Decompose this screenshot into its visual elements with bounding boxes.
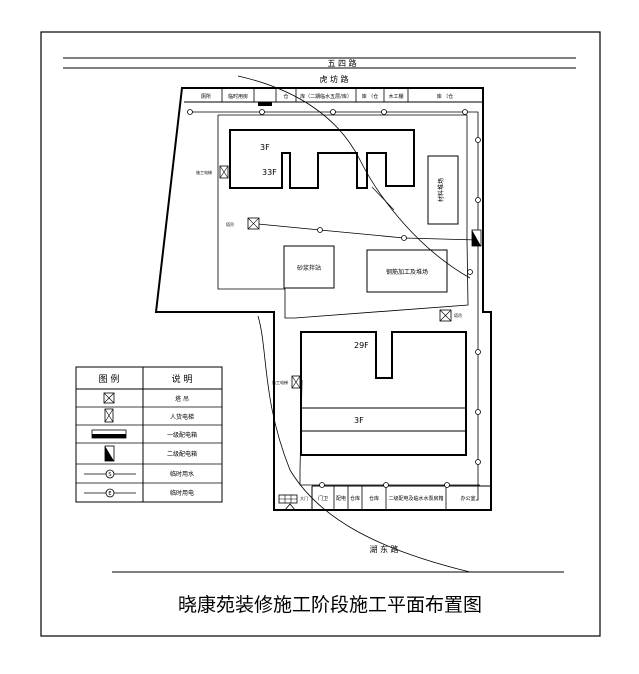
site-road	[217, 114, 469, 319]
drawing-title: 晓康苑装修施工阶段施工平面布置图	[178, 594, 482, 616]
bottom-strip: 门卫 配电 仓库 仓库 二级配电及临水水泵房箱 办公室	[311, 485, 490, 510]
power-line-branch	[257, 223, 479, 241]
site-boundary	[154, 87, 492, 511]
legend-water-mark: S	[108, 472, 111, 478]
hoist-icon	[219, 165, 229, 179]
secondary-box-icon	[104, 445, 115, 462]
building-north-big-label: 33F	[262, 168, 277, 177]
top-strip: 厕所 临时用房 仓 库（二期临水五层/库） 库 （仓 木工棚 库 （仓	[184, 89, 482, 103]
legend-power-mark: E	[108, 491, 111, 497]
yard-sand-label: 砂浆拌站	[297, 264, 321, 272]
hoist-label: 施工电梯	[196, 169, 212, 175]
legend-desc: 临时用电	[170, 489, 194, 497]
legend-desc: 人货电梯	[170, 413, 194, 421]
water-line-south	[257, 315, 471, 573]
gate-icon	[284, 503, 296, 511]
building-north-connector	[371, 186, 395, 211]
bottom-cell-label: 仓库	[369, 495, 379, 502]
building-south-small-label: 3F	[354, 416, 364, 425]
road-label-north-inner: 虎 坊 路	[319, 74, 348, 84]
hoist-icon	[104, 408, 114, 423]
building-south-big-label: 29F	[354, 341, 369, 350]
yard-east	[427, 155, 459, 225]
hoist-icon	[291, 375, 301, 389]
bottom-cell-label: 办公室	[460, 495, 475, 502]
tower-crane-icon	[439, 309, 452, 322]
legend-header-symbol: 图 例	[99, 373, 120, 385]
building-north	[229, 129, 415, 189]
top-cell-label: 库 （仓	[437, 93, 454, 100]
tower-crane-icon	[247, 217, 260, 230]
top-cell-label: 库 （仓	[362, 93, 379, 100]
road-label-north: 五 四 路	[327, 58, 356, 68]
building-north-small-label: 3F	[260, 143, 270, 152]
building-south	[300, 331, 467, 456]
legend-desc: 塔 吊	[175, 395, 189, 403]
yard-material	[366, 249, 448, 293]
yard-material-label: 钢筋加工及堆场	[386, 268, 428, 276]
bottom-cell-label: 仓库	[350, 495, 360, 502]
gate-label: 大门	[300, 495, 308, 501]
primary-box-icon	[91, 429, 127, 439]
gate-booth-icon	[278, 494, 298, 504]
tower-crane-label: 塔吊	[226, 221, 234, 227]
legend-desc: 临时用水	[170, 470, 194, 478]
secondary-box-icon	[471, 229, 482, 247]
top-cell-label: 仓	[283, 93, 288, 100]
water-line	[237, 75, 471, 279]
power-line-south	[299, 379, 480, 486]
legend-header-desc: 说 明	[172, 373, 193, 385]
bottom-cell-label: 配电	[336, 495, 346, 502]
road-label-south: 湖 东 路	[369, 544, 398, 554]
water-line-icon: S	[84, 469, 136, 479]
bottom-cell-label: 二级配电及临水水泵房箱	[388, 495, 443, 502]
power-line	[190, 111, 479, 501]
power-line-icon: E	[84, 488, 136, 498]
drawing-frame	[40, 31, 601, 637]
line-nodes	[187, 109, 481, 488]
top-cell-label: 临时用房	[228, 93, 248, 100]
primary-box-icon	[258, 102, 272, 106]
top-cell-label: 木工棚	[388, 93, 403, 100]
bottom-cell-label: 门卫	[318, 495, 328, 502]
hoist-label: 施工电梯	[272, 379, 288, 385]
top-cell-label: 厕所	[201, 93, 211, 100]
top-cell-label: 库（二期临水五层/库）	[300, 93, 352, 100]
tower-crane-label: 塔吊	[454, 312, 462, 318]
yard-sand	[283, 245, 335, 289]
tower-crane-icon	[103, 392, 115, 404]
legend-desc: 一级配电箱	[167, 431, 197, 439]
yard-east-label: 材料堆场	[437, 178, 445, 202]
legend: 图 例 说 明 塔 吊 人货电梯 一级配电箱 二级配电箱	[75, 366, 223, 503]
legend-desc: 二级配电箱	[167, 450, 197, 458]
